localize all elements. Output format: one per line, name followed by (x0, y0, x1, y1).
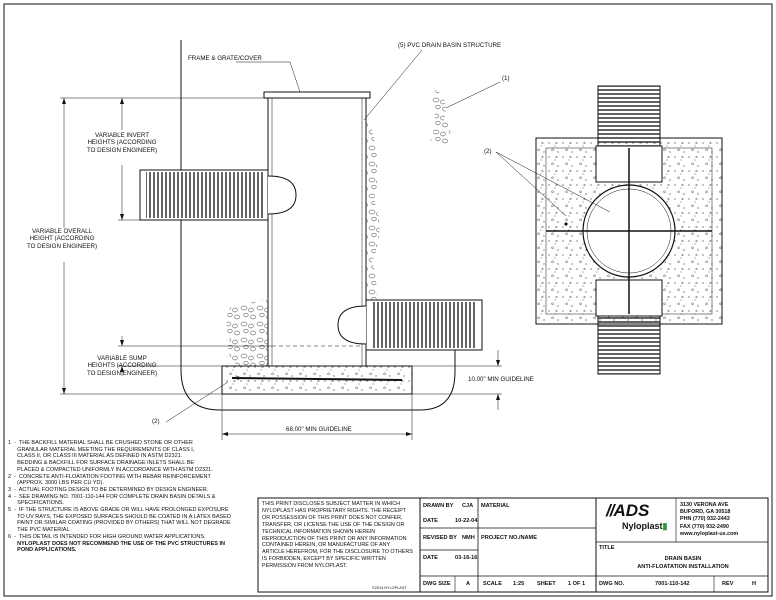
overall-line-1: VARIABLE OVERALL (31, 228, 93, 235)
sump-line-1: VARIABLE SUMP (97, 355, 147, 362)
invert-line-3: TO DESIGN ENGINEER) (86, 146, 158, 154)
disclaimer-line: CONTAINED HEREIN, OR MANUFACTURE OF ANY (262, 542, 391, 549)
address-line: FAX (770) 932-2490 (680, 523, 729, 530)
sump-heights-label: VARIABLE SUMP HEIGHTS (ACCORDING TO DESI… (70, 355, 174, 377)
note-line: PLACED & COMPACTED UNIFORMLY IN ACCORDAN… (8, 466, 213, 473)
disclaimer-line: NYLOPLAST HAS PROPRIETARY RIGHTS. THE RE… (262, 507, 407, 514)
sump-line-3: TO DESIGN ENGINEER) (86, 369, 158, 377)
address-line: 3130 VERONA AVE (680, 502, 729, 508)
overall-height-label: VARIABLE OVERALL HEIGHT (ACCORDING TO DE… (10, 228, 114, 250)
copyright: ©2013 NYLOPLAST (372, 586, 407, 590)
invert-line-1: VARIABLE INVERT (94, 132, 150, 139)
frame-grate-label: FRAME & GRATE/COVER (188, 55, 262, 62)
dwg-size-label: DWG SIZE (423, 581, 451, 587)
note-line: 6 - THIS DETAIL IS INTENDED FOR HIGH GRO… (8, 533, 206, 540)
proprietary-disclaimer: THIS PRINT DISCLOSES SUBJECT MATTER IN W… (262, 501, 413, 570)
material-label: MATERIAL (481, 503, 510, 509)
dwg-no-label: DWG NO. (599, 581, 625, 587)
disclaimer-line: TECHNICAL INFORMATION SHOWN HEREIN (262, 528, 376, 535)
note-line: 2 - CONCRETE ANTI-FLOATATION FOOTING WIT… (8, 473, 211, 480)
ads-logo: //ADS (606, 502, 649, 520)
note-line: TO UV RAYS, THE EXPOSED SURFACES SHOULD … (8, 513, 231, 520)
drawn-by-value: CJA (462, 503, 474, 509)
general-notes: 1 - THE BACKFILL MATERIAL SHALL BE CRUSH… (8, 440, 258, 554)
note-line: BEDDING & BACKFILL FOR SURFACE DRAINAGE … (8, 460, 195, 467)
drawing-title-line-2: ANTI-FLOATATION INSTALLATION (637, 564, 729, 570)
callout-2-plan: (2) (484, 148, 492, 155)
sheet-value: 1 OF 1 (568, 581, 586, 587)
note-line: NYLOPLAST DOES NOT RECOMMEND THE USE OF … (8, 540, 225, 547)
disclaimer-line: REPRODUCTION OF THIS PRINT OR ANY INFORM… (262, 535, 407, 542)
address-line: PHN (770) 932-2443 (680, 516, 730, 523)
revised-by-value: NMH (462, 535, 475, 541)
nyloplast-logo: Nyloplast▮ (622, 521, 667, 531)
note-line: 4 - SEE DRAWING NO. 7001-110-144 FOR COM… (8, 493, 216, 500)
callout-2-section: (2) (152, 418, 160, 425)
callout-1: (1) (502, 75, 510, 82)
sheet-label: SHEET (537, 581, 556, 587)
overall-line-2: HEIGHT (ACCORDING (29, 235, 95, 243)
scale-label: SCALE (483, 581, 502, 587)
date-label: DATE (423, 518, 438, 524)
disclaimer-line: TRANSFER, OR LICENSE THE USE OF THE DESI… (262, 521, 405, 528)
note-line: PAINT OR SIMILAR COATING (PROVIDED BY OT… (8, 520, 231, 527)
invert-heights-label: VARIABLE INVERT HEIGHTS (ACCORDING TO DE… (70, 132, 174, 154)
note-line: CLASS II, OR CLASS III MATERIAL AS DEFIN… (8, 453, 183, 460)
note-line: THE PVC MATERIAL. (8, 527, 72, 534)
revised-by-label: REVISED BY (423, 535, 457, 541)
min-guideline-68-label: 68.00" MIN GUIDELINE (284, 426, 354, 434)
date-revised-value: 03-16-16 (455, 555, 478, 561)
min-guideline-10-label: 10.00" MIN GUIDELINE (468, 376, 534, 383)
drawing-title-line-1: DRAIN BASIN (664, 556, 702, 562)
note-line: 3 - ACTUAL FOOTING DESIGN TO BE DETERMIN… (8, 486, 209, 493)
title-label: TITLE (599, 545, 615, 551)
nyloplast-logo-mark: ▮ (662, 521, 668, 531)
note-line: 5 - IF THE STRUCTURE IS ABOVE GRADE OR W… (8, 507, 229, 514)
note-line: SPECIFICATIONS. (8, 500, 65, 507)
invert-line-2: HEIGHTS (ACCORDING (87, 139, 157, 147)
overall-line-3: TO DESIGN ENGINEER) (26, 242, 98, 250)
disclaimer-line: ARTICLE HEREFROM, FOR THE DISCLOSURE TO … (262, 549, 413, 556)
date-drawn-value: 10-22-04 (455, 518, 478, 524)
rev-value: H (752, 581, 757, 587)
ads-logo-text: ADS (613, 501, 650, 520)
note-line: 1 - THE BACKFILL MATERIAL SHALL BE CRUSH… (8, 440, 193, 446)
note-line: GRANULAR MATERIAL MEETING THE REQUIREMEN… (8, 446, 195, 453)
ads-logo-slashes: // (606, 501, 615, 520)
address-line: BUFORD, GA 30518 (680, 509, 731, 516)
pvc-structure-label: (5) PVC DRAIN BASIN STRUCTURE (398, 42, 502, 49)
drawn-by-label: DRAWN BY (423, 503, 454, 509)
disclaimer-line: PERMISSION FROM NYLOPLAST. (262, 563, 348, 570)
project-label: PROJECT NO./NAME (481, 535, 537, 541)
note-line: (APPROX. 3000 LBS PER CU YD). (8, 480, 104, 487)
address-line: www.nyloplast-us.com (680, 530, 739, 537)
rev-label: REV (722, 581, 734, 587)
disclaimer-line: OR POSSESSION OF THIS PRINT DOES NOT CON… (262, 514, 403, 521)
disclaimer-line: THIS PRINT DISCLOSES SUBJECT MATTER IN W… (262, 501, 401, 507)
dwg-no-value: 7001-110-142 (655, 581, 690, 587)
dwg-size-value: A (466, 581, 471, 587)
sump-line-2: HEIGHTS (ACCORDING (87, 362, 157, 370)
nyloplast-logo-text: Nyloplast (622, 521, 663, 531)
scale-value: 1:25 (513, 581, 525, 587)
disclaimer-line: IS FORBIDDEN, EXCEPT BY SPECIFIC WRITTEN (262, 556, 386, 563)
date-label-2: DATE (423, 555, 438, 561)
note-line: POND APPLICATIONS. (8, 547, 77, 554)
